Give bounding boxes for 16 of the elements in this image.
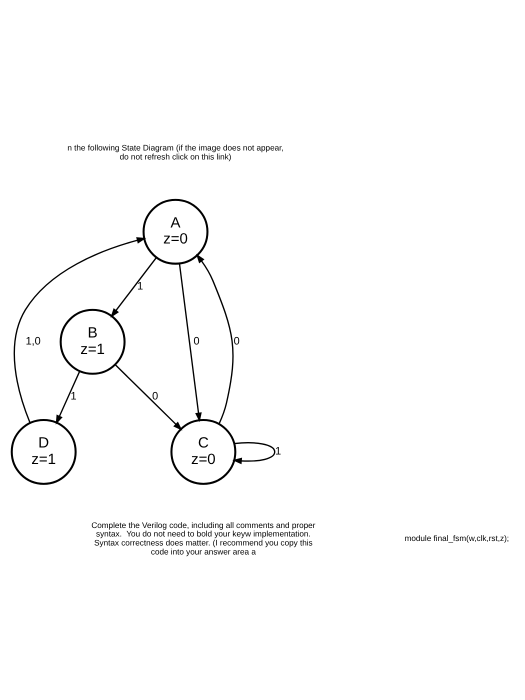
arrow [196,254,234,424]
arrow [110,257,156,318]
node-circle: C z=0 [170,418,236,485]
node-circle: D z=1 [10,418,76,485]
edge-label: 1 [136,280,143,292]
arrow [114,364,182,431]
edge-label: 0 [152,390,158,402]
edge-label: 0 [233,335,240,348]
edge-label: 1 [70,390,76,402]
arrow [178,263,202,422]
arrow [55,370,80,425]
arrow [13,237,146,423]
arrow [232,442,275,464]
edge-label: 0 [193,335,200,348]
edge-label: 1 [274,446,281,458]
edge-label: 1,0 [25,335,40,348]
